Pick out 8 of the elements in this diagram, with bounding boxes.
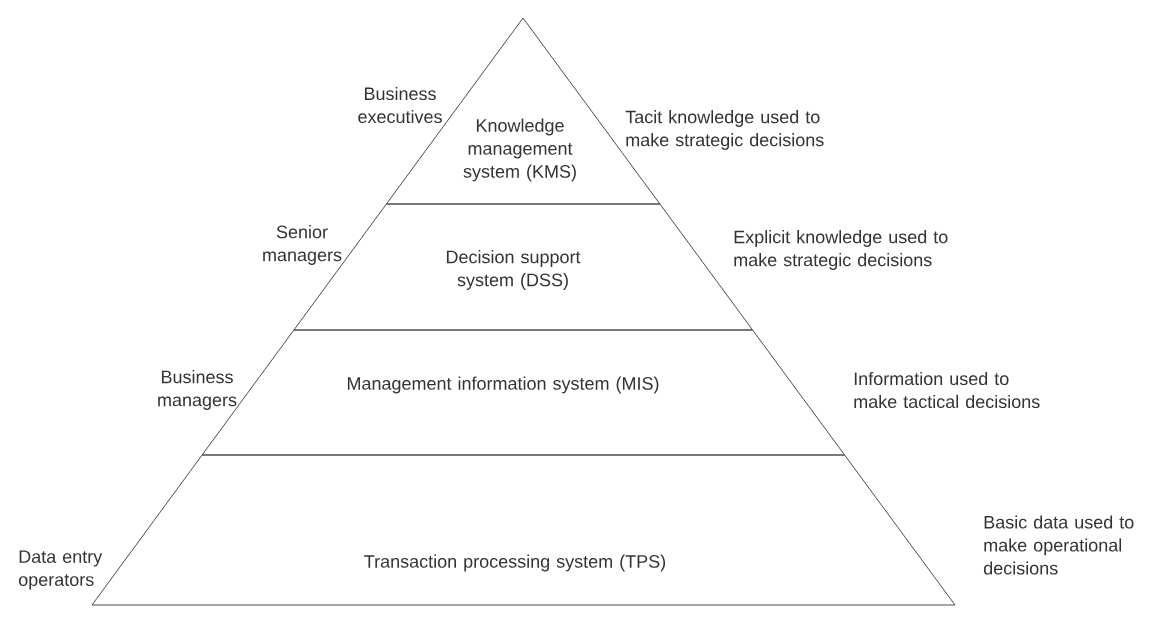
role-label: Senior managers	[263, 225, 342, 265]
usage-label: Information used to make tactical decisions	[854, 371, 1040, 409]
usage-label: Basic data used to make operational decisions	[983, 515, 1134, 575]
usage-label: Explicit knowledge used to make strategic decisions	[734, 230, 948, 270]
usage-label: Tacit knowledge used to make strategic decisions	[625, 110, 824, 150]
role-label: Business executives	[358, 86, 442, 124]
role-label: Data entry operators	[18, 550, 103, 590]
role-label: Business managers	[158, 370, 237, 410]
